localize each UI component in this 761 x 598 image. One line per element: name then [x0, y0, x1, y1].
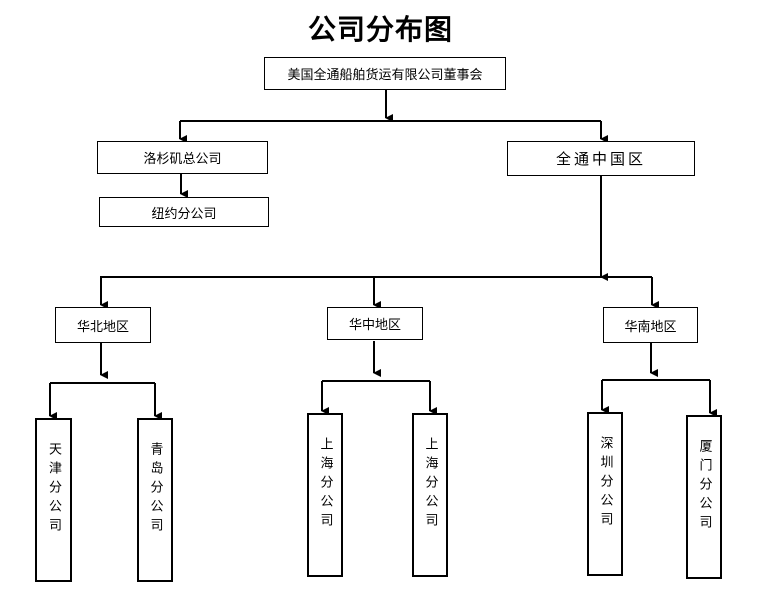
node-tianjin: 天津分公司	[35, 418, 72, 582]
node-ny: 纽约分公司	[99, 197, 269, 227]
node-qingdao-label: 青岛分公司	[147, 442, 163, 537]
node-shanghai-1-label: 上海分公司	[317, 437, 333, 532]
node-xiamen: 厦门分公司	[686, 415, 722, 579]
node-qingdao: 青岛分公司	[137, 418, 173, 582]
node-china: 全通中国区	[507, 141, 695, 176]
node-shenzhen: 深圳分公司	[587, 412, 623, 576]
chart-title: 公司分布图	[307, 13, 453, 46]
node-shanghai-2: 上海分公司	[412, 413, 448, 577]
node-central: 华中地区	[327, 307, 423, 340]
node-north: 华北地区	[55, 307, 151, 343]
node-shenzhen-label: 深圳分公司	[597, 436, 613, 531]
node-tianjin-label: 天津分公司	[46, 442, 61, 537]
node-shanghai-2-label: 上海分公司	[422, 437, 438, 532]
node-la: 洛杉矶总公司	[97, 141, 268, 174]
node-board: 美国全通船舶货运有限公司董事会	[264, 57, 506, 90]
node-shanghai-1: 上海分公司	[307, 413, 343, 577]
node-xiamen-label: 厦门分公司	[696, 439, 712, 534]
node-south: 华南地区	[603, 307, 698, 343]
